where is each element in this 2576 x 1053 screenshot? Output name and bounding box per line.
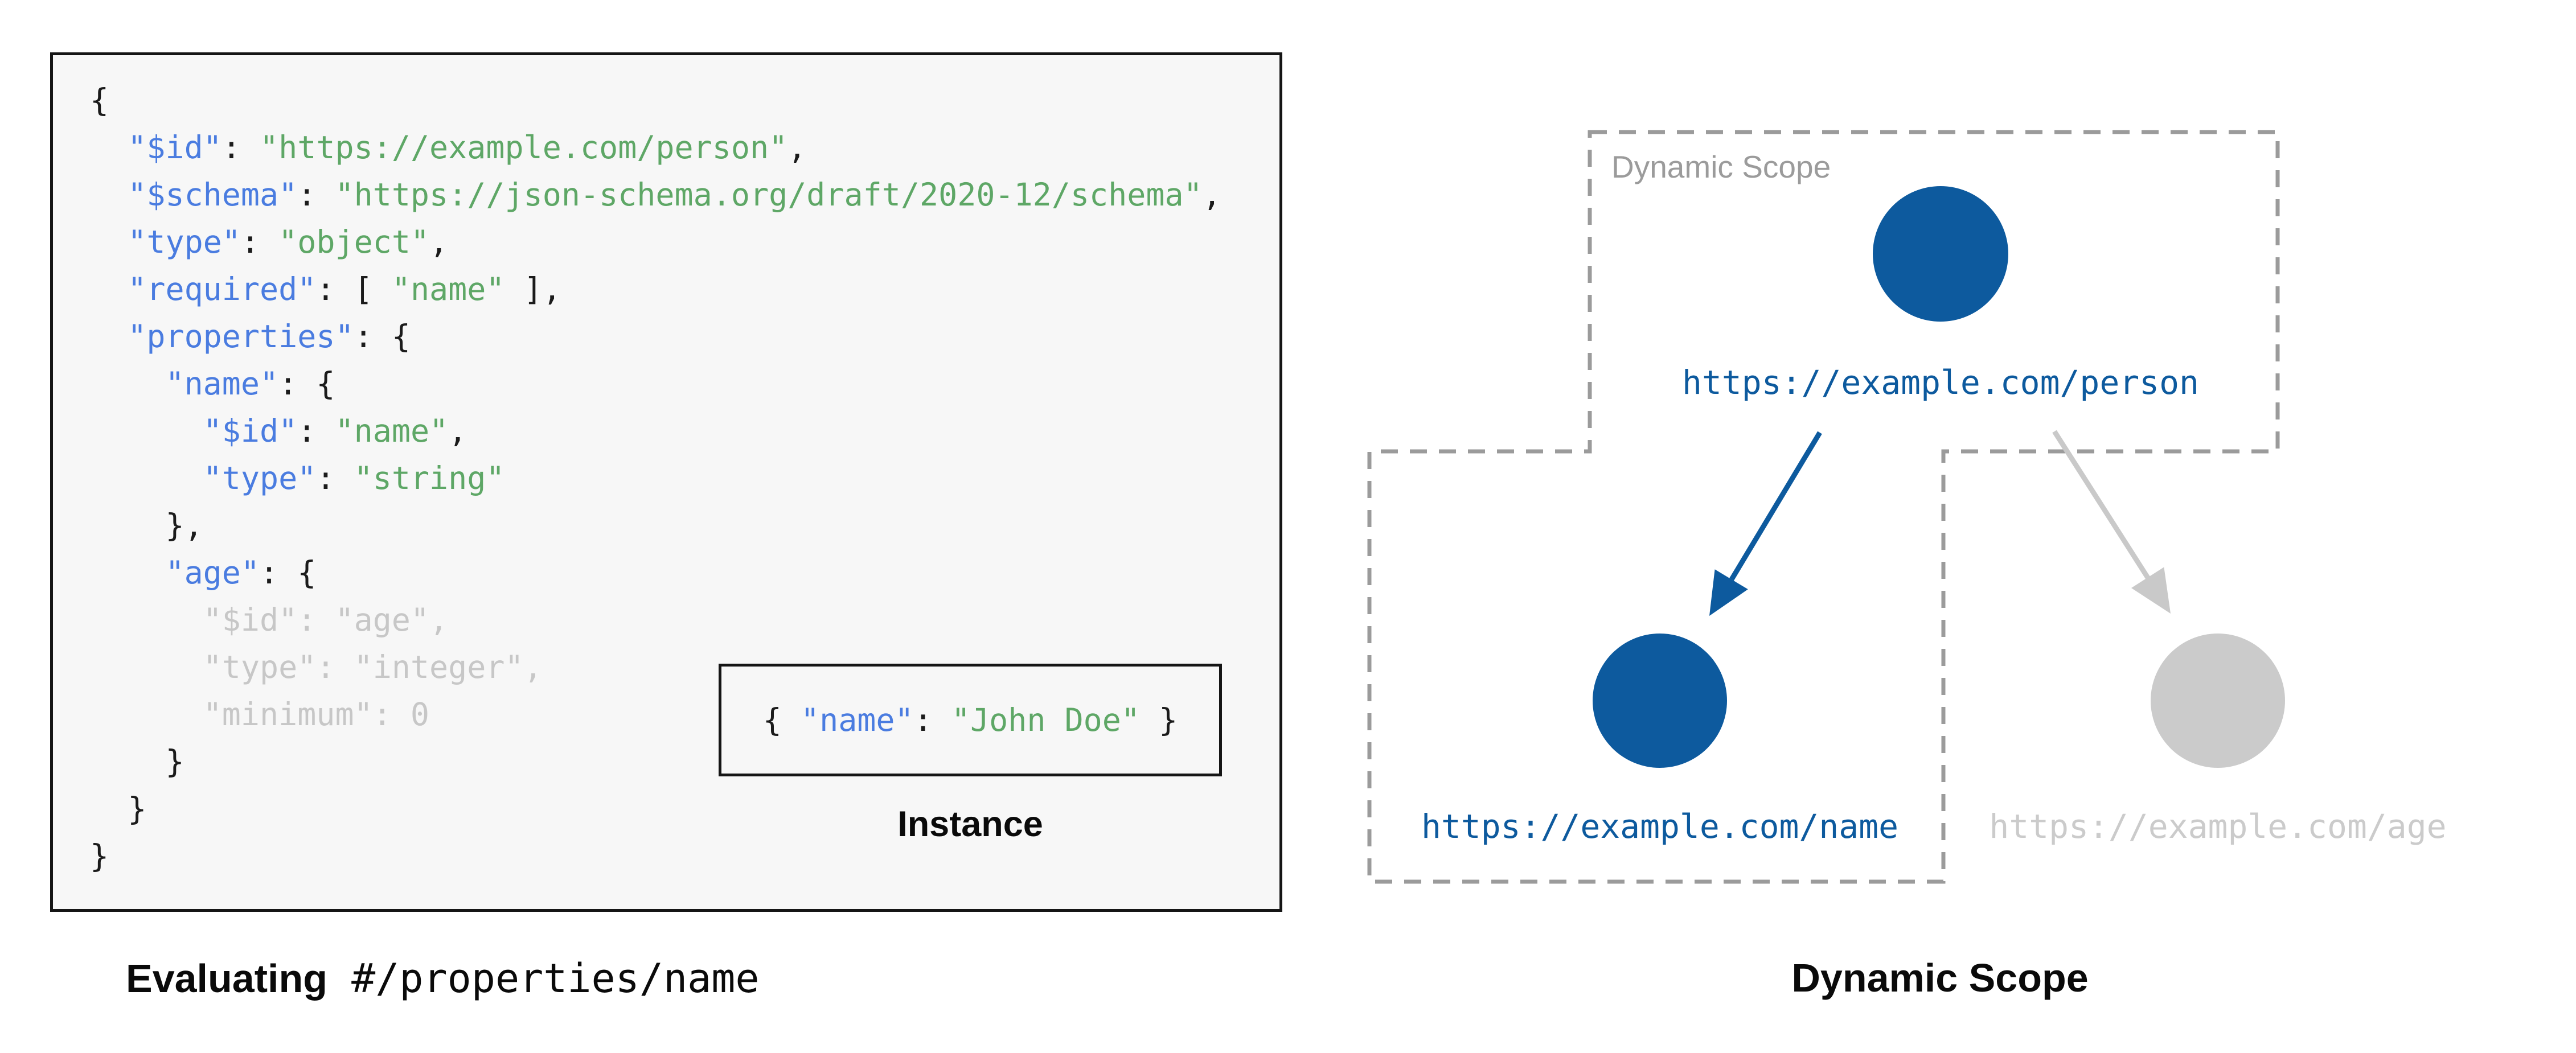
code-line: "age": { [90, 549, 1221, 597]
code-token [90, 318, 128, 355]
person-schema-node [1873, 186, 2008, 322]
code-token: } [90, 791, 147, 827]
code-token: "$schema" [128, 176, 298, 213]
code-token: ], [504, 271, 561, 307]
code-token: , [1202, 176, 1221, 213]
code-token: : [913, 702, 951, 738]
code-token: : { [260, 554, 317, 591]
code-token: : { [278, 365, 335, 402]
arrow-to-age [2052, 430, 2150, 579]
instance-json: { "name": "John Doe" } [763, 702, 1178, 738]
code-line: "$id": "name", [90, 408, 1221, 455]
instance-label: Instance [897, 804, 1043, 844]
instance-box: { "name": "John Doe" } [719, 664, 1222, 776]
code-token: , [787, 129, 807, 166]
dynamic-scope-boundary [1367, 130, 2280, 884]
code-token: "age" [165, 554, 260, 591]
code-token [90, 129, 128, 166]
code-token: } [90, 838, 109, 874]
code-line: "minimum": 0 [90, 691, 1221, 738]
age-schema-node [2151, 634, 2285, 768]
code-token: { [762, 702, 801, 738]
code-token: : [221, 129, 260, 166]
code-token: } [90, 743, 184, 780]
code-token: "required" [128, 271, 317, 307]
name-schema-url: https://example.com/name [1421, 807, 1898, 846]
code-line: } [90, 833, 1221, 880]
code-line: "type": "object", [90, 219, 1221, 266]
code-token [90, 176, 128, 213]
code-token: "John Doe" [951, 702, 1141, 738]
code-token: "type": "integer", [90, 649, 543, 685]
code-token: "https://json-schema.org/draft/2020-12/s… [335, 176, 1203, 213]
code-token: "properties" [128, 318, 354, 355]
arrow-to-name [1729, 431, 1822, 581]
code-token: "string" [354, 460, 505, 496]
code-token: "https://example.com/person" [260, 129, 788, 166]
code-line: } [90, 738, 1221, 785]
code-line: "type": "integer", [90, 644, 1221, 691]
code-line: "name": { [90, 360, 1221, 408]
dynamic-scope-caption: Dynamic Scope [1791, 956, 2089, 1000]
code-token: } [1140, 702, 1178, 738]
code-line: }, [90, 502, 1221, 549]
code-token: "object" [278, 224, 430, 260]
person-schema-url: https://example.com/person [1682, 363, 2199, 402]
code-token: , [448, 413, 467, 449]
arrow-to-age-head-icon [2131, 567, 2171, 614]
evaluating-caption: Evaluating #/properties/name [126, 955, 760, 1002]
code-token: "name" [165, 365, 279, 402]
code-line: "$id": "age", [90, 597, 1221, 644]
code-line: "type": "string" [90, 455, 1221, 502]
code-token: : [316, 460, 354, 496]
code-token: "name" [335, 413, 449, 449]
code-token [90, 554, 165, 591]
evaluating-caption-pointer: #/properties/name [327, 955, 760, 1002]
code-line: "$schema": "https://json-schema.org/draf… [90, 171, 1221, 219]
evaluating-caption-bold: Evaluating [126, 956, 327, 1001]
arrow-to-name-head-icon [1709, 569, 1748, 616]
code-token [90, 271, 128, 307]
code-line: "$id": "https://example.com/person", [90, 124, 1221, 171]
code-token: "type" [203, 460, 317, 496]
code-token: { [90, 82, 109, 118]
age-schema-url: https://example.com/age [1989, 807, 2446, 846]
code-token [90, 413, 203, 449]
code-token: : [ [316, 271, 392, 307]
schema-code: { "$id": "https://example.com/person", "… [90, 77, 1221, 880]
code-line: { [90, 77, 1221, 124]
dynamic-scope-diagram: Dynamic Scope https://example.com/person… [1367, 130, 2447, 884]
code-token: "$id" [128, 129, 222, 166]
code-token: "$id": "age", [90, 602, 449, 638]
code-token: "name" [391, 271, 505, 307]
code-line: } [90, 785, 1221, 833]
code-token: : [297, 176, 335, 213]
code-token: , [429, 224, 449, 260]
code-token: "type" [128, 224, 241, 260]
code-token [90, 365, 165, 402]
dynamic-scope-inner-label: Dynamic Scope [1611, 149, 1831, 184]
code-line: "properties": { [90, 313, 1221, 360]
code-token: "$id" [203, 413, 298, 449]
code-token: "minimum": 0 [90, 696, 430, 733]
name-schema-node [1593, 634, 1727, 768]
code-token: "name" [800, 702, 914, 738]
code-token: : { [354, 318, 411, 355]
code-token [90, 224, 128, 260]
code-token: : [297, 413, 335, 449]
code-token: }, [90, 507, 203, 544]
code-line: "required": [ "name" ], [90, 266, 1221, 313]
code-token: : [240, 224, 279, 260]
code-token [90, 460, 203, 496]
